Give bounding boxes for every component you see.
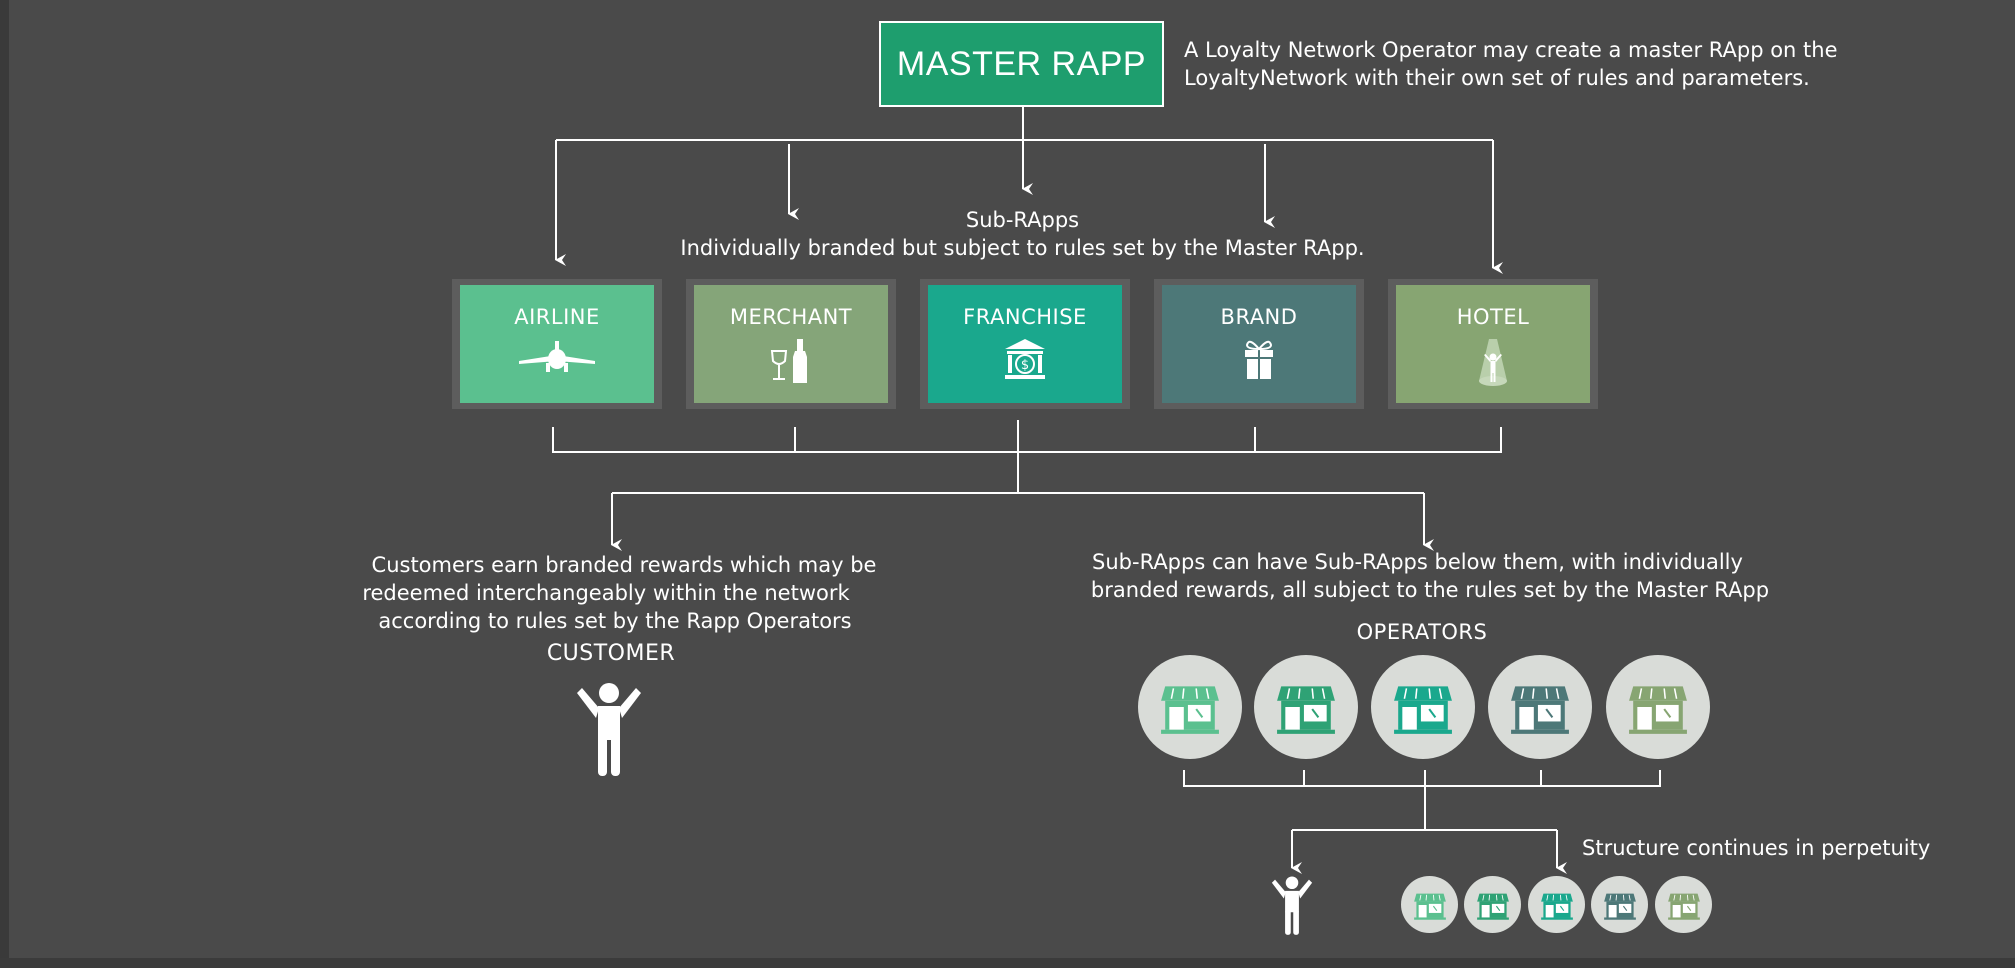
airplane-icon [519, 341, 595, 372]
small-operator-store-icon [1655, 876, 1712, 933]
operator-store-icon [1488, 655, 1592, 759]
small-operator-store-icon [1528, 876, 1585, 933]
customer-line-1: Customers earn branded rewards which may… [371, 553, 877, 577]
sub-rapp-airline: AIRLINE [452, 279, 662, 409]
sub-rapp-label: HOTEL [1456, 305, 1530, 329]
master-rapp-box: MASTER RAPP [879, 21, 1164, 107]
operators-line-1: Sub-RApps can have Sub-RApps below them,… [1092, 550, 1743, 574]
small-customer-person-icon [1271, 876, 1313, 935]
customer-person-icon [577, 683, 641, 776]
sub-rapp-label: MERCHANT [729, 305, 853, 329]
small-operator-store-icon [1401, 876, 1458, 933]
operator-store-icon [1606, 655, 1710, 759]
small-operator-store-icon [1591, 876, 1648, 933]
sub-rapps-subtitle: Individually branded but subject to rule… [680, 236, 1365, 260]
customer-description: Customers earn branded rewards which may… [345, 551, 885, 635]
sub-rapp-hotel: HOTEL [1388, 279, 1598, 409]
svg-text:$: $ [1021, 358, 1029, 373]
sub-rapp-label: BRAND [1220, 305, 1298, 329]
sub-rapp-label: FRANCHISE [963, 305, 1087, 329]
sub-rapp-franchise: FRANCHISE $ [920, 279, 1130, 409]
wine-bottle-icon [770, 339, 807, 383]
left-edge [0, 0, 9, 968]
spotlight-person-icon [1479, 339, 1507, 386]
operators-heading: OPERATORS [1356, 620, 1488, 644]
sub-rapps-caption: Sub-RApps Individually branded but subje… [640, 206, 1405, 262]
operators-description: Sub-RApps can have Sub-RApps below them,… [1090, 548, 1770, 604]
sub-rapp-label: AIRLINE [514, 305, 600, 329]
operator-store-icon [1254, 655, 1358, 759]
continuation-text: Structure continues in perpetuity [1582, 836, 1931, 860]
customer-heading: CUSTOMER [546, 641, 676, 666]
bank-icon: $ [1005, 339, 1045, 379]
customer-line-3: according to rules set by the Rapp Opera… [378, 609, 852, 633]
sub-rapp-merchant: MERCHANT [686, 279, 896, 409]
master-rapp-description: A Loyalty Network Operator may create a … [1184, 38, 1838, 90]
customer-line-2: redeemed interchangeably within the netw… [362, 581, 850, 605]
bottom-edge [0, 958, 2015, 968]
gift-icon [1245, 340, 1273, 379]
sub-rapps-title: Sub-RApps [965, 208, 1080, 232]
small-operator-store-icon [1464, 876, 1521, 933]
sub-rapp-brand: BRAND [1154, 279, 1364, 409]
operators-line-2: branded rewards, all subject to the rule… [1090, 578, 1770, 602]
master-rapp-title: MASTER RAPP [896, 44, 1147, 83]
operator-store-icon [1371, 655, 1475, 759]
operator-store-icon [1138, 655, 1242, 759]
